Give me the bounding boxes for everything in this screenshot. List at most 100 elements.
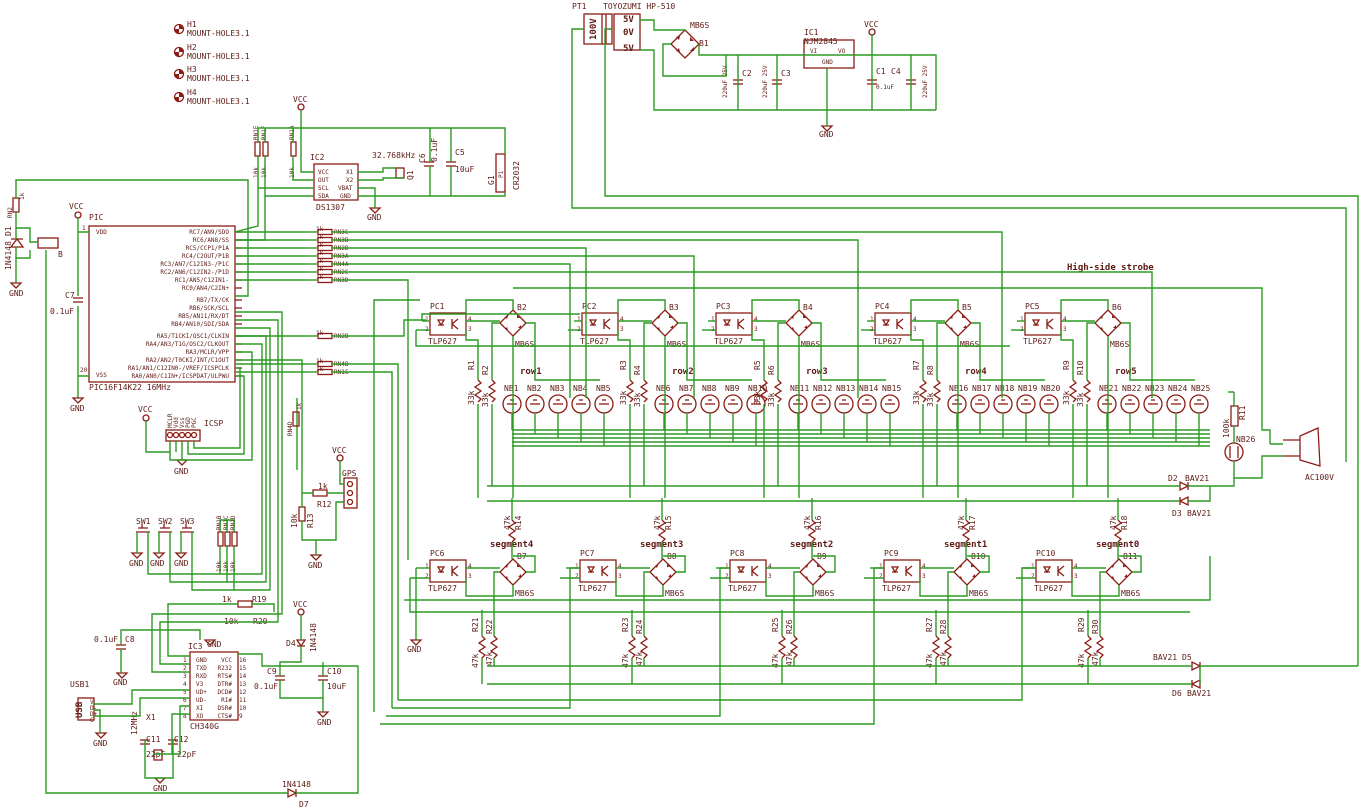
pic-pin-label: RA0/AN0/C1IN+/ICSPDAT/ULPWU — [131, 373, 229, 380]
row-r2-ref: R10 — [1076, 360, 1085, 375]
ch340-pin-num-right: 14 — [239, 673, 247, 680]
resistor — [918, 379, 928, 403]
regulator-vo: VO — [838, 48, 846, 55]
vcc-label: VCC — [864, 20, 879, 29]
cap-c1-value: 0.1uF — [876, 84, 894, 91]
svg-text:3: 3 — [1063, 326, 1067, 333]
resistor — [1068, 379, 1078, 403]
row-r1-ref: R7 — [912, 360, 921, 370]
mount-hole-h4: H4 MOUNT-HOLE3.1 — [173, 88, 250, 106]
segment-r2-ref: R26 — [785, 619, 794, 634]
transformer-part: TOYOZUMI HP-510 — [603, 2, 675, 11]
rtc-pin-vcc: VCC — [318, 169, 329, 176]
rtc-part: DS1307 — [316, 203, 345, 212]
icsp-gnd: GND — [174, 467, 189, 476]
rtc-pin-out: OUT — [318, 177, 329, 184]
sw1-gnd: GND — [129, 559, 144, 568]
optocoupler-ref: PC1 — [430, 302, 445, 311]
gps-gnd: GND — [308, 561, 323, 570]
bridge-b1-ref: B1 — [699, 39, 709, 48]
cap-c12-ref: C12 — [174, 735, 189, 744]
row-r2-value: 33k — [767, 392, 776, 407]
segment-r1-ref: R23 — [621, 617, 630, 632]
ch340-pin-num-left: 4 — [183, 681, 187, 688]
usb-pin-g: G — [90, 717, 94, 724]
resistor — [807, 519, 817, 543]
nixie-ref: NB18 — [995, 384, 1014, 393]
cap-c10-ref: C10 — [327, 667, 342, 676]
row-label: row1 — [520, 367, 542, 377]
nixie-ref: NB15 — [882, 384, 901, 393]
ch340-pin-left: UD+ — [196, 689, 207, 696]
rtc-vcc: VCC — [293, 95, 308, 104]
d1-ref: D1 — [4, 226, 13, 236]
svg-text:2: 2 — [575, 573, 579, 580]
nixie-ref: NB19 — [1018, 384, 1037, 393]
segment-r-value: 47k — [803, 515, 812, 530]
regulator-vi: VI — [810, 48, 818, 55]
battery-pin: P1 — [498, 170, 505, 178]
svg-text:3: 3 — [754, 326, 758, 333]
switches-section: SW1 SW2 SW3 GND GND GND RN1B RN1C RN1D 1… — [129, 327, 271, 591]
svg-text:4: 4 — [468, 563, 472, 570]
transformer-ref: PT1 — [572, 2, 587, 11]
row-r2-ref: R2 — [481, 365, 490, 375]
d7-part: 1N4148 — [282, 780, 311, 789]
d4-part: 1N4148 — [309, 623, 318, 652]
ch340-pin-num-left: 6 — [183, 697, 187, 704]
svg-text:2: 2 — [879, 573, 883, 580]
rn2-value: 1k — [19, 192, 26, 200]
segment-r1-ref: R29 — [1077, 617, 1086, 632]
ch340-part: CH340G — [190, 722, 219, 731]
pic-pin-label: RA1/AN1/C12IN0-/VREF/ICSPCLK — [128, 365, 230, 372]
rn-value: 1k — [316, 274, 324, 281]
row-r2-value: 33k — [633, 392, 642, 407]
pic-ref: PIC — [89, 213, 104, 222]
pic-vcc: VCC — [69, 202, 84, 211]
c8-gnd: GND — [113, 678, 128, 687]
segment-r1-ref: R25 — [771, 617, 780, 632]
ch340-pin-num-left: 8 — [183, 713, 187, 720]
nixie-ref: NB17 — [972, 384, 991, 393]
pic-pin-label: RC0/AN4/C2IN+ — [182, 285, 229, 292]
optocoupler-ref: PC10 — [1036, 549, 1055, 558]
cap-c9-value: 0.1uF — [254, 682, 278, 691]
gps-ref: GPS — [342, 469, 357, 478]
transformer-secondary — [613, 13, 641, 51]
segment-r2-ref: R30 — [1091, 619, 1100, 634]
resistor — [1082, 379, 1092, 403]
bridge-rectifier — [1094, 309, 1122, 337]
cap-c6-ref: C6 — [418, 153, 427, 163]
nixie-ref: NB7 — [679, 384, 694, 393]
pic-pin-label: RB7/TX/CK — [196, 297, 229, 304]
pic-pin-labels: RC7/AN9/SDORC6/AN8/SSRC5/CCP1/P1ARC4/C2O… — [128, 229, 242, 380]
d6-part: BAV21 — [1187, 689, 1211, 698]
resistor — [489, 635, 499, 659]
bridge-part: MB6S — [1121, 589, 1140, 598]
rn2-ref: RN2 — [7, 207, 14, 218]
optocoupler-body — [581, 312, 619, 336]
segment-r1-value: 47k — [925, 653, 934, 668]
optocoupler-part: TLP627 — [428, 337, 457, 346]
optocoupler-body — [715, 312, 753, 336]
resistor — [627, 635, 637, 659]
ch340-pin-left: XO — [196, 713, 204, 720]
segment-r-value: 47k — [957, 515, 966, 530]
ch340-pin-left: GND — [196, 657, 207, 664]
optocoupler-ref: PC9 — [884, 549, 899, 558]
rtc-section: IC2 DS1307 VCC OUT SCL SDA X1 X2 VBAT GN… — [234, 95, 521, 241]
ch340-pin-left: UD- — [196, 697, 207, 704]
resistor — [759, 379, 769, 403]
svg-text:1: 1 — [870, 316, 874, 323]
rn4d-ref: RN4D — [287, 421, 294, 436]
pic-pin-label: RB4/AN10/SDI/SDA — [171, 321, 229, 328]
svg-text:4: 4 — [754, 316, 758, 323]
bridge-ref: B2 — [517, 303, 527, 312]
regulator-ic1 — [803, 39, 855, 69]
svg-text:4: 4 — [1074, 563, 1078, 570]
mount-hole-ref: H4 — [187, 88, 197, 97]
row-r1-value: 33k — [753, 390, 762, 405]
optocoupler-ref: PC4 — [875, 302, 890, 311]
